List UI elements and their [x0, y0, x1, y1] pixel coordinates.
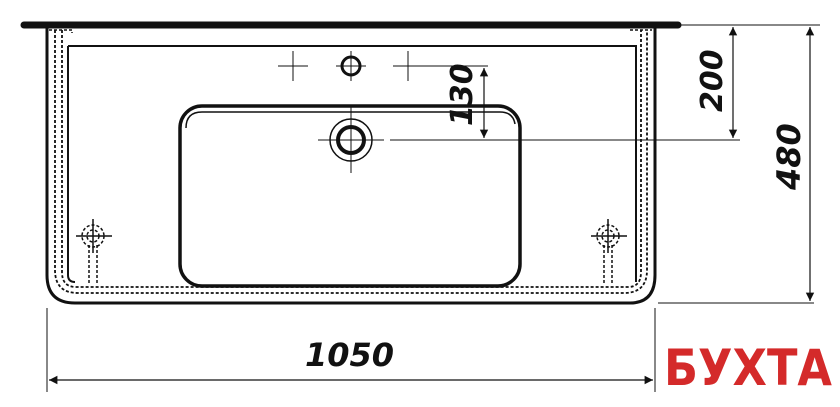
- mount-hole-right: [591, 219, 627, 285]
- sink-outer-edge: [45, 27, 657, 305]
- mount-hole-left: [76, 219, 112, 285]
- brand-logo: БУХТА: [664, 339, 832, 397]
- drain: [318, 107, 740, 173]
- dim-200: 200: [695, 49, 730, 112]
- dim-480: 480: [770, 123, 808, 191]
- basin: [178, 104, 522, 288]
- dim-1050: 1050: [305, 336, 394, 374]
- dim-130: 130: [445, 63, 480, 126]
